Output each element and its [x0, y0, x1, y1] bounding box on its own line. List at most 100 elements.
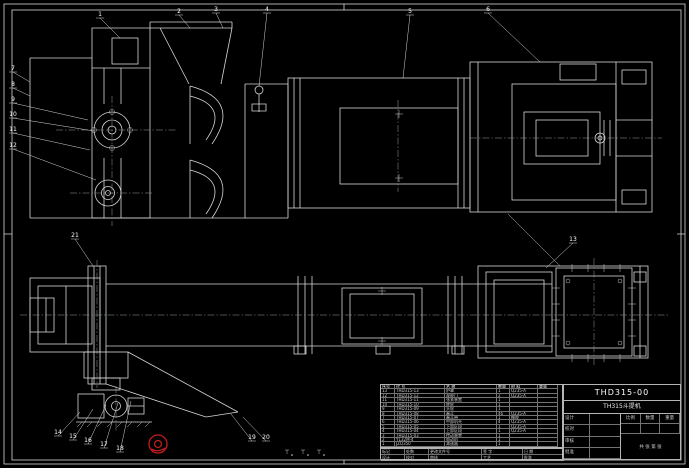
- callout-leader: [12, 132, 91, 151]
- parts-cell: THD315-04: [395, 429, 445, 434]
- parts-cell: [510, 407, 538, 412]
- parts-cell: [510, 438, 538, 443]
- parts-cell: THD315-08: [395, 411, 445, 416]
- parts-cell: Q235-A: [510, 393, 538, 399]
- parts-cell: 13: [381, 389, 395, 394]
- parts-cell: THD315-12: [395, 393, 445, 399]
- title-block-sign-rows: 设计校对审核批准: [564, 414, 621, 459]
- parts-cell: [510, 402, 538, 408]
- parts-cell: 电动机: [445, 438, 497, 443]
- title-sign-label: 审核: [564, 436, 590, 448]
- callout-leader: [12, 117, 95, 132]
- callout-leader: [230, 413, 253, 442]
- parts-header-cell: 材 料: [510, 385, 538, 390]
- parts-cell: 底轮: [445, 402, 497, 408]
- weight-value: [660, 424, 681, 434]
- bottom-view-plan: [20, 258, 668, 432]
- drawing-number: THD315-00: [564, 385, 680, 401]
- parts-cell: [538, 398, 558, 403]
- parts-cell: 观察门: [445, 393, 497, 399]
- callout-balloon: 4: [265, 6, 269, 13]
- parts-cell: 1: [497, 398, 510, 403]
- callout-leader: [487, 12, 541, 63]
- drawing-name: TH315斗提机: [564, 401, 680, 414]
- callout-balloon: 12: [9, 142, 17, 149]
- callout-balloon: 19: [248, 434, 256, 441]
- parts-cell: 5: [381, 424, 395, 430]
- parts-cell: THD315-13: [395, 389, 445, 394]
- parts-cell: 畚斗带: [445, 415, 497, 421]
- parts-cell: 头轮: [445, 407, 497, 412]
- parts-cell: 7: [381, 415, 395, 421]
- parts-cell: Q235-A: [510, 420, 538, 425]
- parts-cell: JZQ350: [395, 442, 445, 447]
- callout-balloon: 16: [84, 437, 92, 444]
- callout-balloon: 9: [11, 96, 15, 103]
- parts-cell: Q235-A: [510, 424, 538, 430]
- callout-leader: [12, 71, 31, 83]
- parts-cell: 3: [381, 433, 395, 439]
- parts-header-cell: 名 称: [445, 385, 497, 390]
- parts-cell: [510, 442, 538, 447]
- callout-leader: [57, 411, 81, 437]
- callout-leader: [178, 14, 191, 29]
- parts-cell: 1: [497, 429, 510, 434]
- parts-cell: 1: [381, 442, 395, 447]
- signature-strip: 标记处数更改文件号签 字日 期设计校对审核工艺批准: [380, 448, 564, 461]
- signature-cell: 批准: [523, 455, 564, 461]
- callout-leader: [545, 242, 574, 269]
- parts-cell: 护罩: [445, 389, 497, 394]
- scale-label: 比例: [621, 414, 641, 424]
- signature-cell: 更改文件号: [429, 449, 482, 455]
- parts-cell: THD315-09: [395, 407, 445, 412]
- callout-leader: [99, 17, 121, 39]
- parts-cell: 4: [381, 429, 395, 434]
- title-block: THD315-00 TH315斗提机 设计校对审核批准 比例 数量 重量 共 张…: [563, 384, 681, 460]
- parts-cell: 2: [497, 393, 510, 399]
- parts-cell: 减速器: [445, 442, 497, 447]
- parts-cell: [538, 442, 558, 447]
- parts-cell: [538, 393, 558, 399]
- border-frame: [3, 3, 686, 465]
- parts-cell: 1: [497, 433, 510, 439]
- parts-cell: Q235-A: [510, 411, 538, 416]
- callout-balloon: 13: [569, 236, 577, 243]
- parts-cell: [538, 438, 558, 443]
- parts-cell: 1: [497, 402, 510, 408]
- callout-leader: [12, 148, 97, 181]
- parts-cell: 1: [497, 407, 510, 412]
- parts-cell: THD315-06: [395, 420, 445, 425]
- callout-balloon: 1: [98, 11, 102, 18]
- parts-cell: THD315-05: [395, 424, 445, 430]
- parts-cell: [538, 424, 558, 430]
- parts-cell: THD315-11: [395, 398, 445, 403]
- fold-marks: [285, 449, 325, 456]
- signature-cell: 审核: [429, 455, 482, 461]
- title-sign-space: [590, 414, 620, 426]
- parts-cell: 张紧装置: [445, 398, 497, 403]
- callout-balloon: 14: [54, 429, 62, 436]
- callout-balloon: 15: [69, 433, 77, 440]
- parts-cell: 中部机壳: [445, 420, 497, 425]
- parts-cell: 传动装置: [445, 433, 497, 439]
- red-stamp: [148, 434, 168, 454]
- signature-cell: 处数: [405, 449, 429, 455]
- parts-cell: 9: [381, 407, 395, 412]
- parts-cell: THD315-03: [395, 433, 445, 439]
- title-sign-row: 校对: [564, 425, 620, 437]
- parts-cell: [538, 433, 558, 439]
- callout-balloon: 17: [100, 441, 108, 448]
- callout-leader: [242, 416, 267, 442]
- parts-header-cell: 重量: [538, 385, 558, 390]
- callout-balloon: 7: [11, 65, 15, 72]
- parts-header-cell: 数量: [497, 385, 510, 390]
